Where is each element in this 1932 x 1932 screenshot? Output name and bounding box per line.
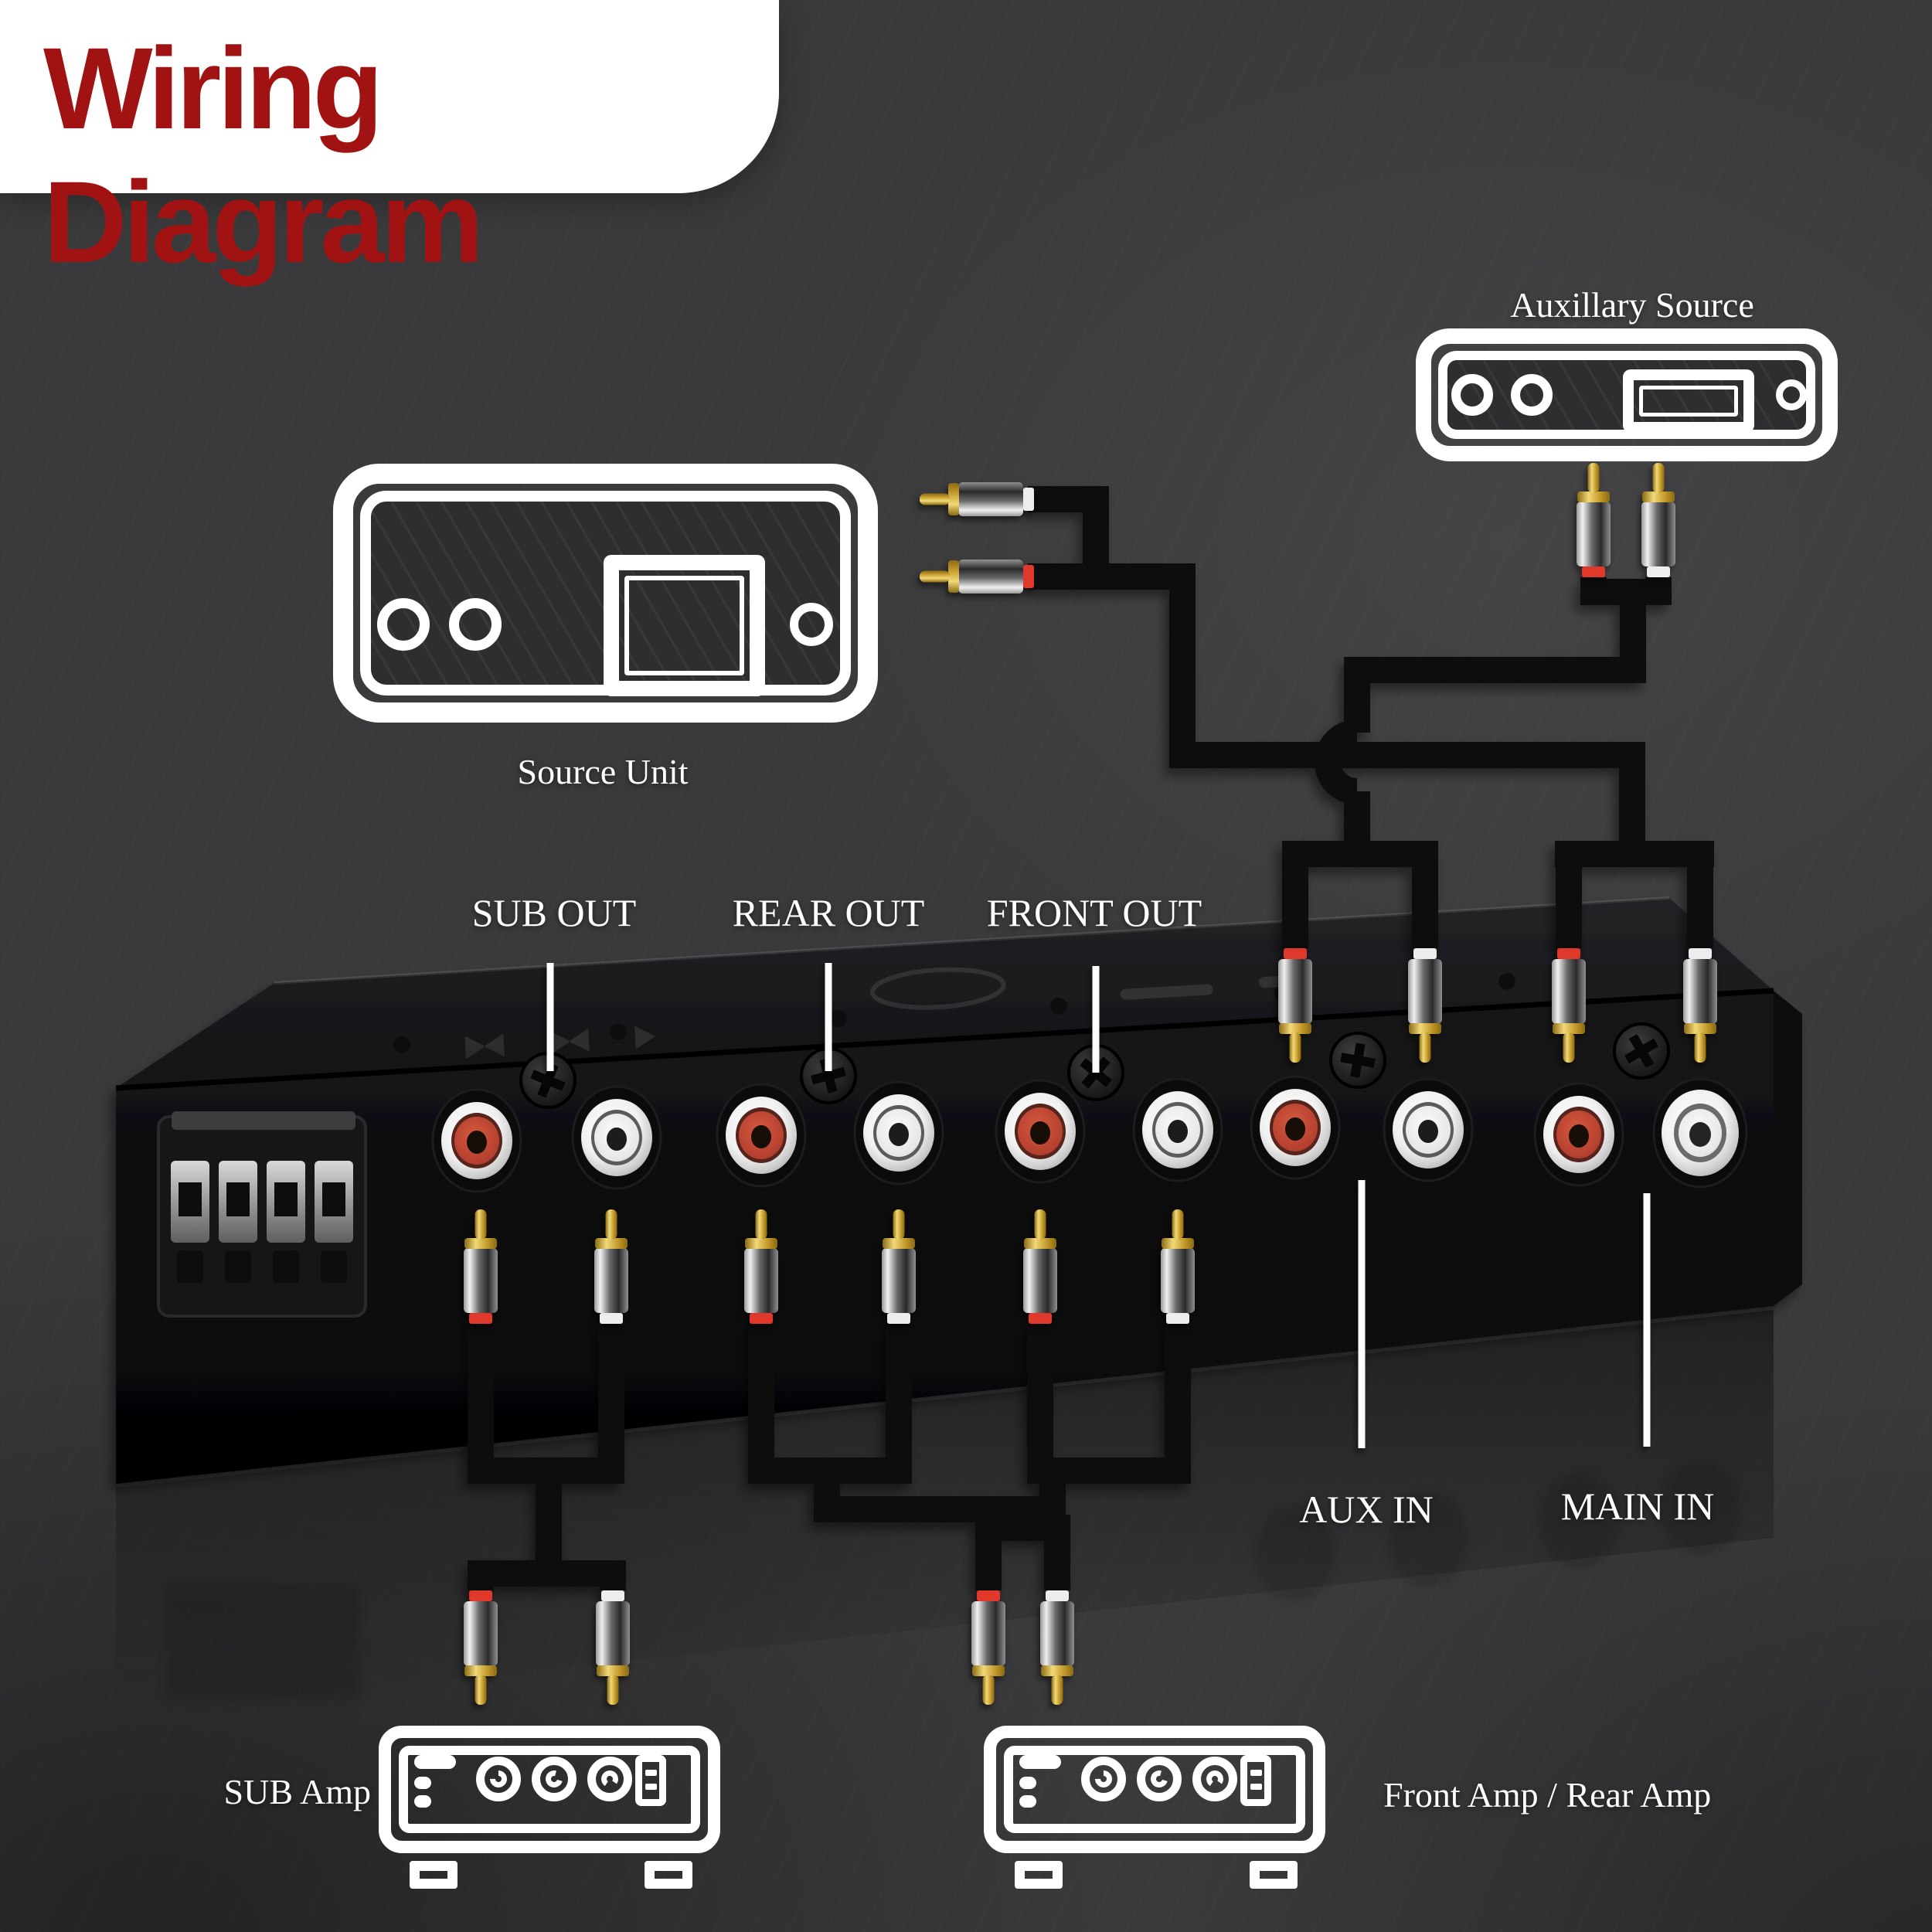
main-in-label: MAIN IN [1560,1485,1715,1528]
rca-plug-red [920,560,1034,594]
amp-knob-icon [1081,1757,1126,1801]
rca-cable-sub-out-to-amp [468,1324,626,1590]
amp-foot [1015,1861,1063,1889]
amp-knob-icon [1137,1757,1182,1801]
unit-right-cap [1774,991,1802,1306]
rca-plug-red [971,1590,1005,1705]
amp-foot [1250,1861,1298,1889]
rca-plug-red [1023,1209,1057,1324]
rca-plug-white [596,1590,630,1705]
rca-jack-white [1383,1077,1474,1182]
rca-plug-white [1408,948,1442,1063]
rca-jack-white [1132,1077,1223,1182]
amp-knob-icon [587,1757,632,1801]
source-unit-label: Source Unit [517,752,689,791]
amp-panel [1004,1746,1305,1833]
aux-device-knob-icon [1451,374,1493,416]
aux-source-device [1416,328,1838,461]
source-device-knob-icon [449,598,502,651]
aux-source-label: Auxillary Source [1510,285,1754,325]
rca-jack-red [431,1088,522,1193]
amp-knob-icon [1192,1757,1237,1801]
rca-cable-front-out-to-amp [975,1324,1191,1590]
aux-device-screen [1623,369,1754,433]
unit-front-face [116,991,1774,1484]
terminal-block [157,1111,367,1318]
source-device-screen [604,555,765,696]
rca-cable-aux-to-aux-in [1282,577,1672,948]
rca-jack-red [1533,1082,1624,1187]
rca-jack-red [716,1083,807,1188]
amp-dot-icon [414,1795,431,1808]
rca-jack-red [1250,1075,1341,1180]
rca-plug-white [594,1209,628,1324]
eq-processor-unit [115,896,1802,1484]
rca-jack-white [1652,1077,1748,1189]
front-rear-amp-label: Front Amp / Rear Amp [1383,1775,1712,1815]
sub-amp-label: SUB Amp [223,1772,371,1811]
rca-plug-white [1641,463,1675,577]
terminal-clamps [171,1161,353,1283]
amp-foot [645,1861,692,1889]
sub-amp-device [379,1726,720,1889]
amp-panel [399,1746,700,1833]
amp-foot [410,1861,457,1889]
amp-port-icon [635,1755,666,1806]
rear-out-label: REAR OUT [732,891,925,934]
rca-cable-source-to-main-in [1028,486,1714,948]
rca-jack-red [995,1079,1086,1184]
rca-jack-white [853,1080,944,1185]
title-card: Wiring Diagram [0,0,779,287]
rca-jack-white [571,1085,662,1190]
rca-plug-white [882,1209,916,1324]
cable-crossover-arc [1315,719,1359,804]
unit-hinge-line [115,988,1774,1091]
unit-top-face [116,898,1774,1088]
amp-vent-icon [1019,1755,1061,1769]
rca-plug-red [1577,463,1611,577]
rca-plug-white [1683,948,1717,1063]
rca-plug-red [464,1209,498,1324]
amp-port-icon [1240,1755,1271,1806]
amp-knob-icon [476,1757,521,1801]
rca-plug-red [1278,948,1312,1063]
front-rear-amp-device [984,1726,1325,1889]
page-title: Wiring Diagram [43,23,484,287]
source-unit-device [333,464,878,723]
rca-jack-row [431,1075,1748,1193]
sub-out-label: SUB OUT [471,891,637,934]
amp-vent-icon [414,1755,456,1769]
front-out-label: FRONT OUT [986,891,1202,934]
phillips-screw-icon [1613,1022,1670,1080]
rca-plug-red [744,1209,778,1324]
amp-dot-icon [1019,1777,1036,1789]
aux-device-knob-icon [1776,379,1807,410]
phillips-screw-icon [1329,1032,1386,1089]
amp-dot-icon [414,1777,431,1789]
rca-plug-white [1161,1209,1195,1324]
amp-dot-icon [1019,1795,1036,1808]
source-device-knob-icon [790,603,833,646]
rca-plug-red [1552,948,1586,1063]
aux-device-knob-icon [1511,374,1553,416]
rca-plug-white [920,482,1034,516]
source-device-knob-icon [377,598,430,651]
amp-knob-icon [532,1757,577,1801]
rca-plug-red [464,1590,498,1705]
aux-in-label: AUX IN [1299,1488,1434,1531]
rca-plug-white [1040,1590,1074,1705]
